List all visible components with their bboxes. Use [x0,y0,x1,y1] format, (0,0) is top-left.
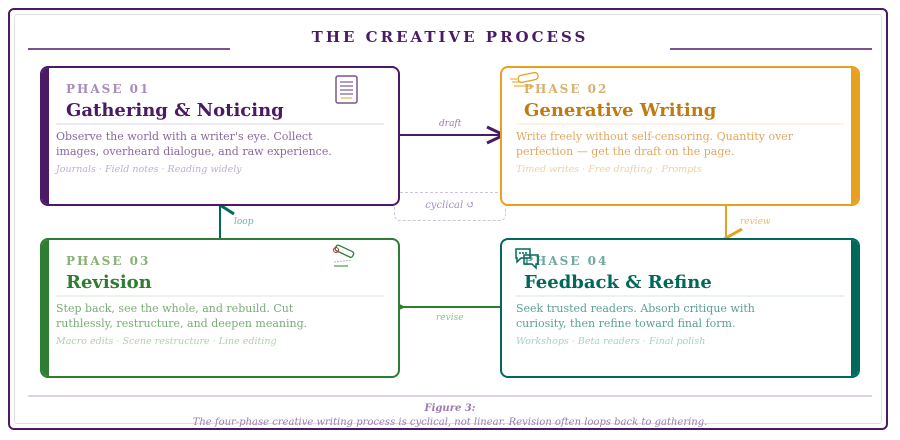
phase-description: Step back, see the whole, and rebuild. C… [56,302,308,330]
phase-number: PHASE 02 [524,82,609,96]
phase-tags: Journals · Field notes · Reading widely [56,164,242,175]
accent-bar [42,68,49,204]
diagram-title: THE CREATIVE PROCESS [311,28,589,46]
accent-bar [42,240,49,376]
chat-bubbles-icon [515,248,539,270]
accent-bar [851,68,858,204]
phase-tags: Macro edits · Scene restructure · Line e… [56,336,277,347]
phase-number: PHASE 03 [66,254,151,268]
divider [56,123,384,125]
phase-number: PHASE 04 [524,254,609,268]
phase-card-generative[interactable]: PHASE 02 Generative Writing Write freely… [500,66,860,206]
phase-name: Generative Writing [524,100,717,121]
phase-description: Seek trusted readers. Absorb critique wi… [516,302,755,330]
title-rule-left [28,48,230,50]
phase-description: Write freely without self-censoring. Qua… [516,130,794,158]
phase-name: Gathering & Noticing [66,100,284,121]
phase-tags: Timed writes · Free drafting · Prompts [516,164,702,175]
divider [56,295,384,297]
outer-frame [8,8,888,430]
notebook-icon [335,75,358,104]
phase-name: Revision [66,272,152,293]
arrow-draft [400,125,508,145]
figure-label: Figure 3: [424,403,476,414]
inner-frame [14,14,882,424]
phase-number: PHASE 01 [66,82,151,96]
label-review: review [740,217,771,227]
title-rule-right [670,48,872,50]
divider [516,295,844,297]
cyclical-badge: cyclical ↺ [394,192,506,221]
phase-card-feedback[interactable]: PHASE 04 Feedback & Refine Seek trusted … [500,238,860,378]
pencil-edit-icon [333,244,355,267]
phase-name: Feedback & Refine [524,272,712,293]
figure-caption: The four-phase creative writing process … [192,417,708,428]
label-draft: draft [439,119,462,129]
pen-icon [510,71,539,87]
label-loop: loop [234,217,254,227]
phase-card-revision[interactable]: PHASE 03 Revision Step back, see the who… [40,238,400,378]
caption-divider [28,395,872,397]
phase-card-gathering[interactable]: PHASE 01 Gathering & Noticing Observe th… [40,66,400,206]
accent-bar [851,240,858,376]
phase-description: Observe the world with a writer's eye. C… [56,130,332,158]
phase-tags: Workshops · Beta readers · Final polish [516,336,706,347]
divider [516,123,844,125]
label-revise: revise [436,313,464,323]
